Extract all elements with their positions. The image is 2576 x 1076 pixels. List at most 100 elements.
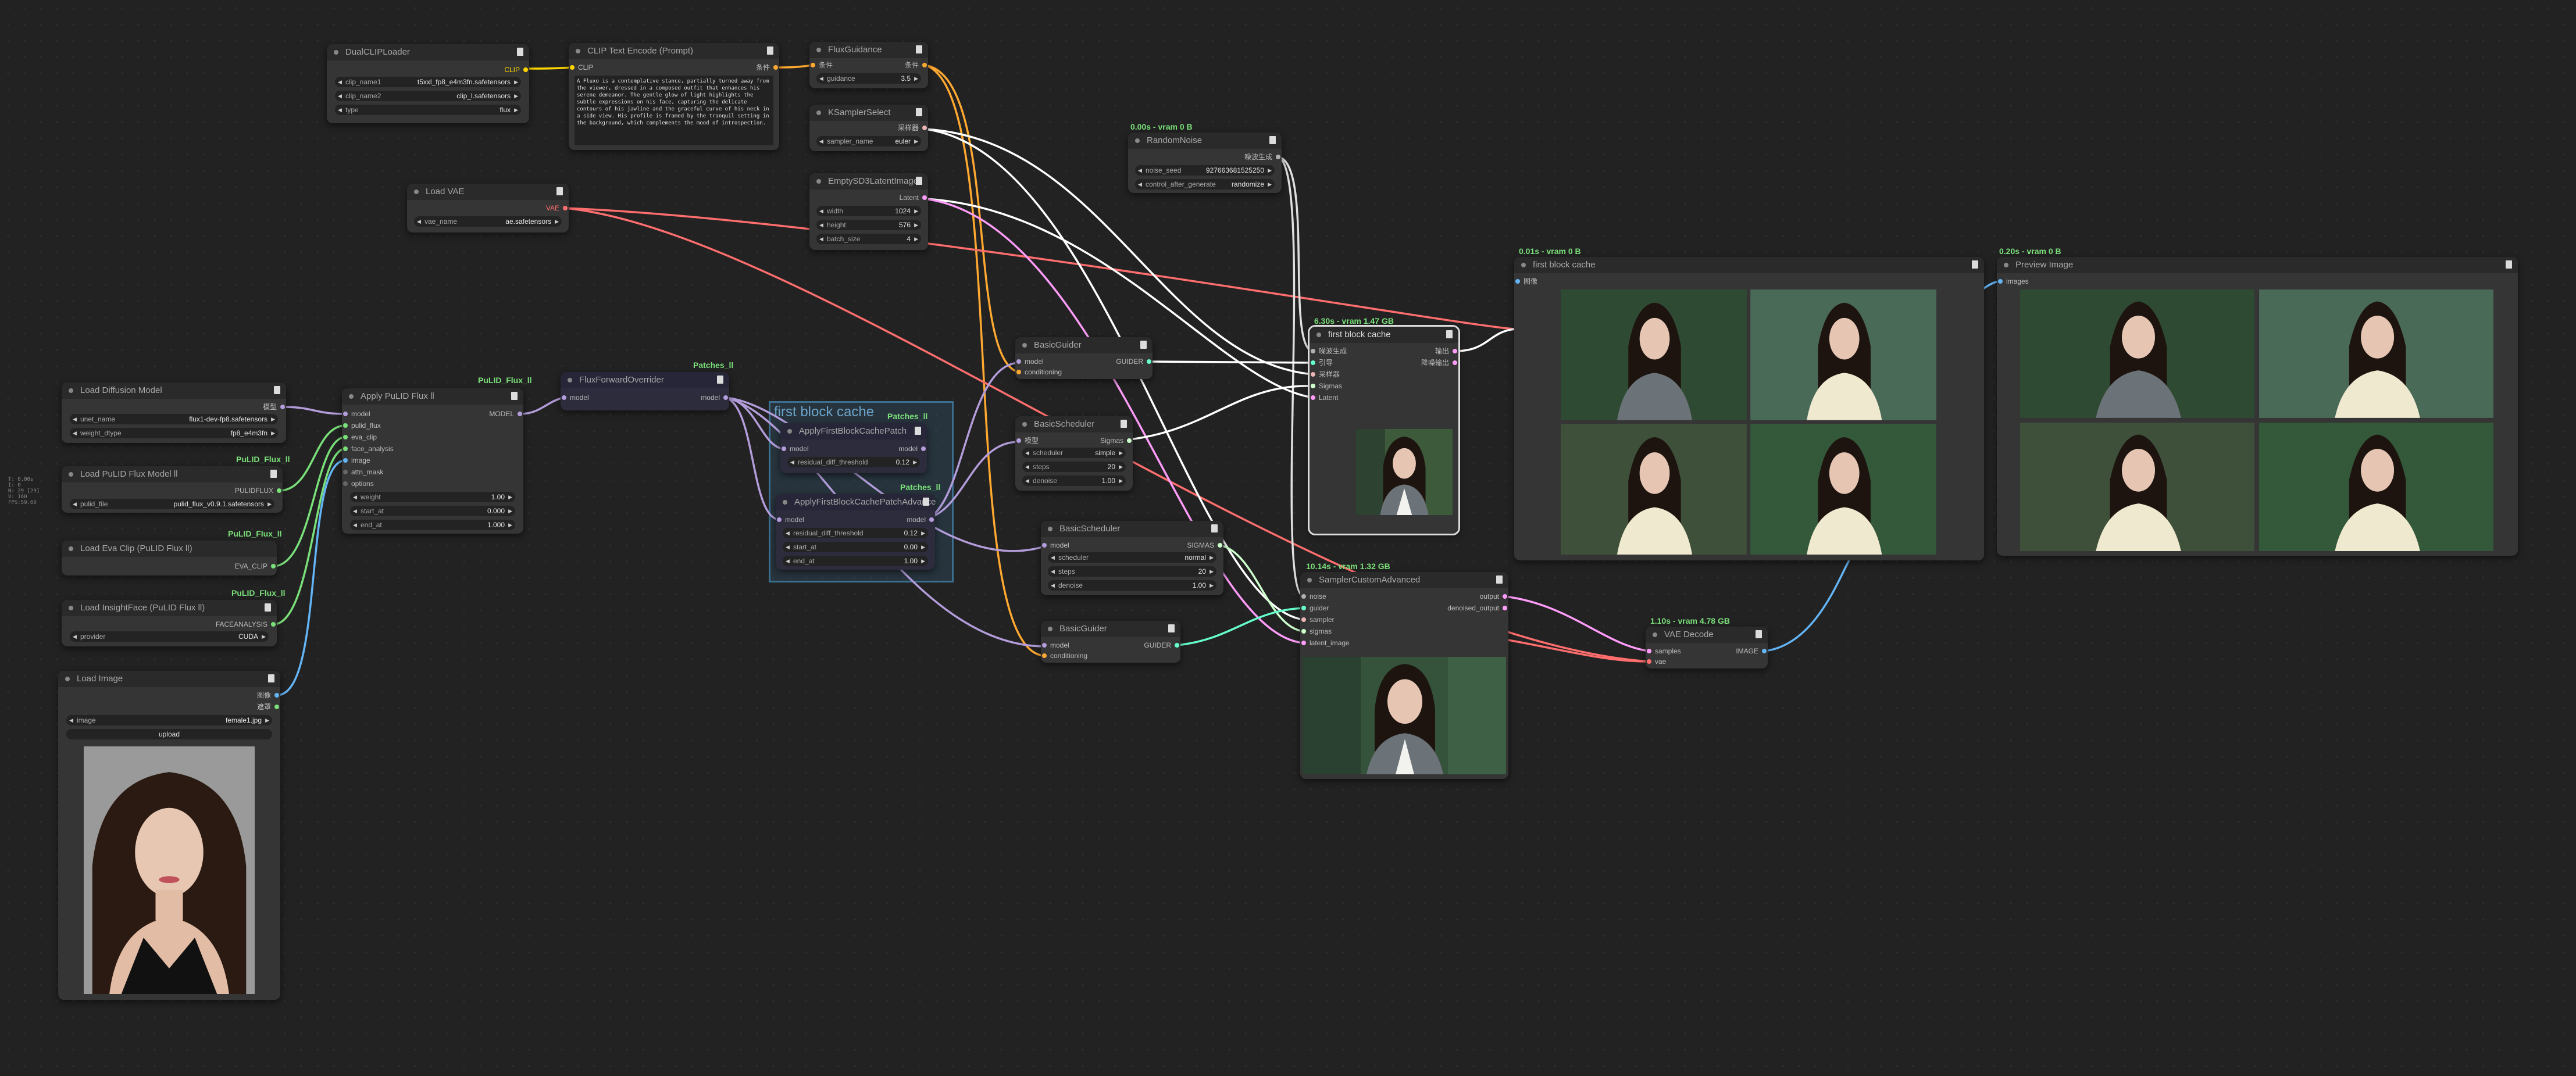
slot-dot-icon[interactable]: [1175, 643, 1179, 648]
widget-start-at[interactable]: start_at0.000: [350, 506, 515, 516]
slot-dot-icon[interactable]: [1276, 155, 1280, 159]
input-model[interactable]: model: [342, 409, 370, 419]
collapse-dot-icon[interactable]: [816, 110, 821, 115]
wire-sigmas[interactable]: [1129, 385, 1314, 441]
wire-clip[interactable]: [525, 66, 573, 70]
output-noise[interactable]: 噪波生成: [1244, 152, 1282, 162]
output-sigmas[interactable]: Sigmas: [1100, 436, 1133, 445]
slot-dot-icon[interactable]: [921, 446, 926, 451]
input-sigmas[interactable]: sigmas: [1300, 627, 1332, 636]
input-sigmas[interactable]: Sigmas: [1310, 381, 1342, 391]
collapse-dot-icon[interactable]: [1022, 422, 1027, 427]
node-title[interactable]: CLIP Text Encode (Prompt): [569, 43, 779, 59]
wire-output[interactable]: [1454, 328, 1516, 352]
doc-icon[interactable]: [270, 470, 277, 478]
output-output[interactable]: 输出: [1435, 346, 1458, 356]
input-images[interactable]: 图像: [1514, 277, 1537, 286]
slot-dot-icon[interactable]: [922, 126, 927, 130]
doc-icon[interactable]: [265, 603, 271, 612]
slot-dot-icon[interactable]: [570, 65, 575, 70]
input-conditioning[interactable]: conditioning: [1041, 651, 1087, 660]
slot-dot-icon[interactable]: [1515, 279, 1520, 284]
wire-conditioning[interactable]: [924, 64, 1019, 373]
input-model[interactable]: model: [561, 393, 589, 402]
node-title[interactable]: ApplyFirstBlockCachePatch: [780, 423, 927, 439]
node-title[interactable]: BasicGuider: [1041, 621, 1180, 637]
output-sampler[interactable]: 采样器: [898, 123, 928, 133]
slot-dot-icon[interactable]: [922, 63, 927, 67]
doc-icon[interactable]: [1446, 330, 1453, 338]
output-vae[interactable]: VAE: [546, 203, 569, 213]
doc-icon[interactable]: [916, 177, 922, 185]
input-model[interactable]: model: [780, 444, 809, 453]
slot-dot-icon[interactable]: [1301, 606, 1306, 610]
slot-dot-icon[interactable]: [782, 446, 786, 451]
slot-dot-icon[interactable]: [1998, 279, 2003, 284]
input-latent-image[interactable]: latent_image: [1300, 638, 1350, 648]
wire-image[interactable]: [276, 459, 346, 696]
doc-icon[interactable]: [268, 674, 274, 682]
collapse-dot-icon[interactable]: [414, 190, 419, 194]
wire-model[interactable]: [519, 396, 565, 415]
slot-dot-icon[interactable]: [1301, 641, 1306, 645]
doc-icon[interactable]: [717, 376, 723, 384]
node-random-noise[interactable]: RandomNoise 噪波生成 noise_seed9276636815252…: [1128, 133, 1282, 193]
collapse-dot-icon[interactable]: [69, 472, 73, 477]
input-guider[interactable]: guider: [1300, 603, 1329, 613]
input-noise[interactable]: 噪波生成: [1310, 346, 1347, 356]
input-sampler[interactable]: 采样器: [1310, 370, 1340, 379]
slot-dot-icon[interactable]: [271, 622, 276, 627]
output-pulidflux[interactable]: PULIDFLUX: [235, 486, 283, 495]
input-model[interactable]: model: [1041, 641, 1069, 650]
input-model[interactable]: 模型: [1015, 436, 1039, 445]
input-images[interactable]: images: [1997, 277, 2029, 286]
collapse-dot-icon[interactable]: [69, 606, 73, 610]
node-apply-fbc-patch-advance[interactable]: ApplyFirstBlockCachePatchAdvance model m…: [776, 494, 936, 570]
doc-icon[interactable]: [274, 386, 280, 394]
slot-dot-icon[interactable]: [1647, 649, 1651, 653]
input-eva-clip[interactable]: eva_clip: [342, 432, 377, 442]
node-apply-pulid[interactable]: Apply PuLID Flux ll model pulid_flux eva…: [342, 388, 523, 534]
slot-dot-icon[interactable]: [1016, 438, 1021, 443]
collapse-dot-icon[interactable]: [65, 677, 70, 681]
slot-dot-icon[interactable]: [1647, 659, 1651, 664]
wire-latent-out[interactable]: [1504, 595, 1650, 652]
input-pulid-flux[interactable]: pulid_flux: [342, 421, 381, 430]
doc-icon[interactable]: [1168, 624, 1175, 632]
slot-dot-icon[interactable]: [811, 63, 815, 67]
slot-dot-icon[interactable]: [1503, 606, 1507, 610]
node-title[interactable]: KSamplerSelect: [809, 105, 928, 121]
input-samples[interactable]: samples: [1646, 646, 1681, 656]
slot-dot-icon[interactable]: [343, 435, 348, 439]
output-model[interactable]: model: [701, 393, 729, 402]
prompt-textarea[interactable]: A Fluxo is a contemplative stance, parti…: [575, 76, 773, 145]
doc-icon[interactable]: [1756, 630, 1762, 638]
widget-start-at[interactable]: start_at0.00: [783, 542, 928, 552]
input-guider[interactable]: 引导: [1310, 358, 1333, 367]
slot-dot-icon[interactable]: [773, 65, 778, 70]
slot-dot-icon[interactable]: [1311, 372, 1315, 377]
node-preview-image[interactable]: Preview Image images: [1997, 257, 2518, 556]
input-noise[interactable]: noise: [1300, 592, 1326, 601]
node-title[interactable]: DualCLIPLoader: [327, 44, 529, 60]
collapse-dot-icon[interactable]: [69, 388, 73, 393]
node-load-pulid-model[interactable]: Load PuLID Flux Model ll PULIDFLUX pulid…: [62, 466, 283, 513]
slot-dot-icon[interactable]: [1503, 594, 1507, 599]
input-image[interactable]: image: [342, 456, 370, 465]
collapse-dot-icon[interactable]: [1022, 343, 1027, 348]
input-sampler[interactable]: sampler: [1300, 615, 1335, 624]
doc-icon[interactable]: [1269, 136, 1276, 144]
slot-dot-icon[interactable]: [723, 395, 728, 400]
wire-sigmas[interactable]: [1219, 544, 1304, 632]
slot-dot-icon[interactable]: [1127, 438, 1132, 443]
node-sampler-custom-advanced[interactable]: SamplerCustomAdvanced noise guider sampl…: [1300, 572, 1508, 779]
